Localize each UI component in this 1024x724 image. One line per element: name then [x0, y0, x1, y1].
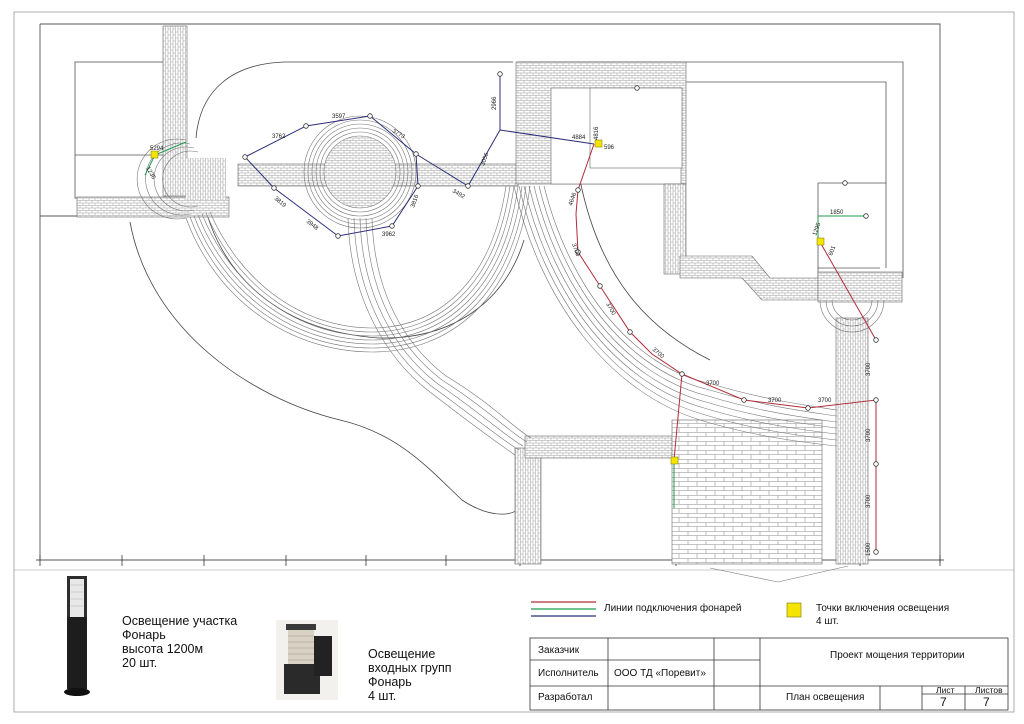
- dim-label: 3773: [391, 129, 406, 141]
- caption-line: Освещение: [368, 647, 436, 661]
- legend-points-label: Точки включения освещения: [816, 603, 950, 614]
- caption-line: входных групп: [368, 661, 452, 675]
- dim-label: 3700: [706, 381, 720, 387]
- paving-arcs: [185, 185, 837, 456]
- sheets-label: Листов: [975, 685, 1003, 695]
- dim-label: 3700: [570, 243, 580, 258]
- dim-label: 2966: [492, 96, 498, 110]
- dim-label: 1850: [830, 210, 844, 216]
- legend-point-swatch: [786, 602, 802, 618]
- dim-label: 4646: [568, 191, 578, 206]
- sheet-number: 7: [940, 695, 947, 709]
- dim-label: 601: [828, 245, 837, 257]
- title-block: [529, 637, 1009, 711]
- caption-line: высота 1200м: [122, 642, 204, 656]
- site-lighting-caption: Освещение участка Фонарь высота 1200м 20…: [122, 614, 237, 670]
- dim-label: 3762: [272, 134, 286, 140]
- sheet-title: План освещения: [786, 692, 865, 703]
- dim-label: 3056: [480, 151, 490, 166]
- dim-label: 596: [604, 145, 615, 151]
- caption-line: Фонарь: [122, 628, 166, 642]
- dim-label: 3816: [410, 193, 420, 208]
- dim-label: 1295: [812, 221, 822, 236]
- dim-label: 3700: [768, 398, 782, 404]
- sheets-total: 7: [983, 695, 990, 709]
- wall-lamp-image: [276, 620, 338, 700]
- dim-label: 3819: [273, 196, 288, 210]
- legend-points-count: 4 шт.: [816, 616, 839, 627]
- contractor-value: ООО ТД «Поревит»: [614, 668, 706, 679]
- drawing-frame: [13, 11, 1015, 713]
- caption-line: 20 шт.: [122, 656, 158, 670]
- dim-label: 3700: [818, 398, 832, 404]
- dim-label: 4884: [572, 135, 586, 141]
- cable-lines-green: [144, 141, 868, 508]
- bollard-lamp-image: [64, 576, 90, 696]
- dim-label: 3492: [451, 189, 466, 201]
- contractor-label: Исполнитель: [538, 668, 599, 679]
- dim-label: 3597: [332, 114, 346, 120]
- switch-points: [150, 139, 825, 465]
- dim-label: 4816: [594, 126, 600, 140]
- customer-label: Заказчик: [538, 645, 580, 656]
- caption-line: 4 шт.: [368, 689, 397, 703]
- sheet-label: Лист: [936, 685, 955, 695]
- legend-lines-label: Линии подключения фонарей: [604, 603, 742, 614]
- entrance-lighting-caption: Освещение входных групп Фонарь 4 шт.: [368, 647, 452, 703]
- dim-label: 3700: [866, 494, 872, 508]
- dim-label: 5294: [150, 146, 164, 152]
- caption-line: Фонарь: [368, 675, 412, 689]
- lamp-posts: [242, 71, 879, 555]
- legend-line-swatches: [531, 601, 596, 617]
- circular-platforms: [136, 115, 885, 333]
- developer-label: Разработал: [538, 692, 593, 703]
- dim-label: 1500: [866, 542, 872, 556]
- landscape-curves: [129, 61, 711, 515]
- dim-label: 3700: [866, 362, 872, 376]
- caption-line: Освещение участка: [122, 614, 238, 628]
- project-title: Проект мощения территории: [830, 650, 965, 661]
- dim-label: 3962: [382, 232, 396, 238]
- dim-label: 3700: [866, 428, 872, 442]
